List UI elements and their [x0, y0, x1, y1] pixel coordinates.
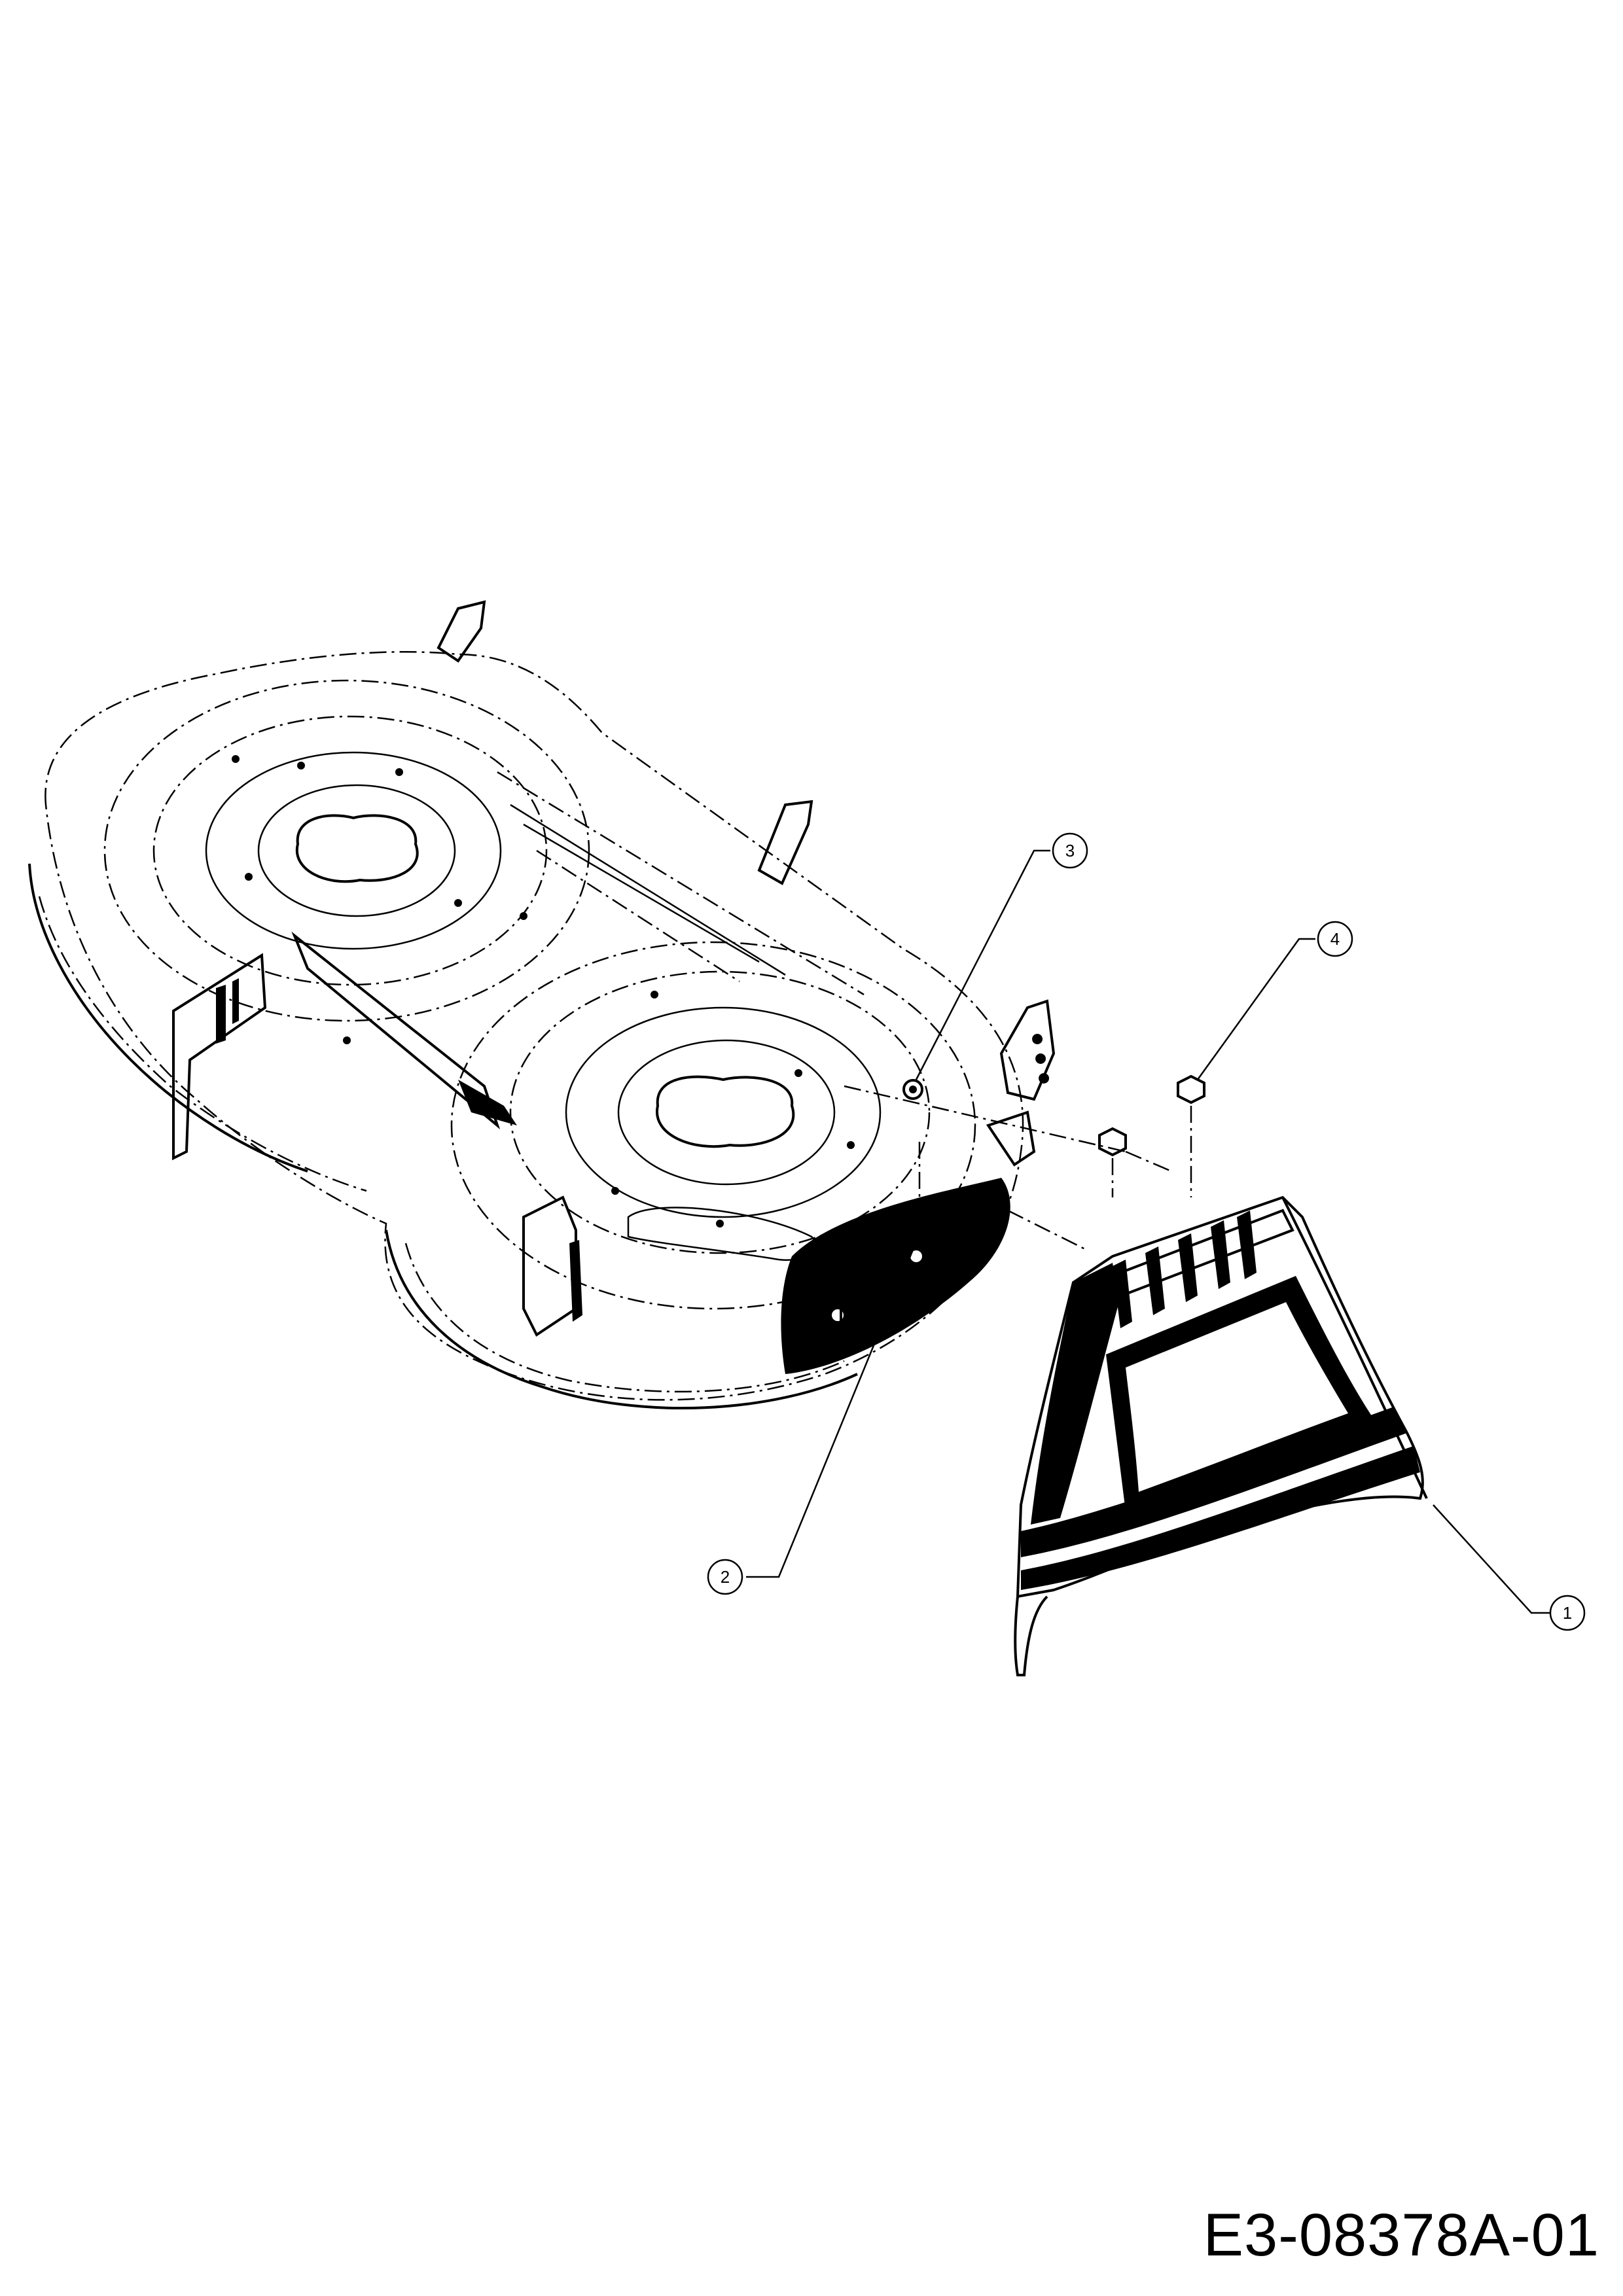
center-channel-upper	[497, 771, 865, 996]
left-ring-inner	[205, 751, 502, 950]
callout-4: 4	[1196, 921, 1353, 1080]
alignment-line-1	[844, 1085, 1126, 1153]
chute-front-lip	[1014, 1595, 1048, 1676]
center-channel-rib	[510, 804, 786, 976]
left-bracket-teeth	[216, 978, 239, 1044]
mount-point-3	[902, 1079, 923, 1100]
callout-label-3: 3	[1065, 841, 1075, 860]
deck-bolt-holes	[232, 755, 855, 1227]
callout-circle-4	[1317, 921, 1353, 957]
callout-circle-3	[1052, 832, 1088, 869]
deck-skirt-lower	[38, 896, 367, 1192]
callout-1: 1	[1433, 1504, 1586, 1631]
callout-circle-2	[707, 1559, 743, 1595]
rear-tab-right-holes	[1032, 1034, 1050, 1084]
leader-4	[1196, 938, 1315, 1080]
flange-nut-lower	[1098, 1127, 1127, 1157]
height-adjust-bar	[291, 931, 501, 1129]
chute-window	[1126, 1302, 1348, 1492]
rear-tab-middle	[757, 800, 813, 885]
left-spindle-opening	[295, 814, 419, 883]
right-ring-outer	[450, 941, 976, 1310]
leader-2	[746, 1249, 914, 1578]
leader-1	[1433, 1504, 1558, 1614]
front-hanger-left	[522, 1195, 577, 1337]
shoulder-bolt-front	[899, 1216, 940, 1248]
drawing-number: E3-08378A-01	[1203, 2202, 1599, 2269]
callout-3: 3	[915, 832, 1088, 1080]
leader-3	[915, 849, 1050, 1080]
right-mounting-ear	[986, 1110, 1036, 1167]
fasteners	[810, 1074, 1205, 1333]
alignment-line-3	[1125, 1150, 1172, 1173]
chute-hinge-bar	[1084, 1209, 1294, 1307]
right-ring-inner	[565, 1006, 882, 1218]
panel-hole-2	[910, 1250, 922, 1262]
deck-skirt-front-inner	[404, 1243, 845, 1393]
callout-2: 2	[707, 1249, 914, 1595]
right-ring-mid	[509, 970, 931, 1254]
deck-skirt-front	[385, 1229, 858, 1410]
left-ring-outer	[103, 679, 590, 1022]
discharge-opening-panel	[781, 1178, 1010, 1374]
flange-nut-upper	[1177, 1074, 1205, 1104]
chute-rim-stripe-1	[1021, 1407, 1407, 1557]
left-ring-mid	[152, 715, 548, 986]
callout-label-1: 1	[1563, 1603, 1572, 1623]
chute-side-edge	[1281, 1197, 1428, 1499]
callout-label-4: 4	[1330, 929, 1340, 949]
right-spindle-opening	[655, 1075, 795, 1148]
chute-hinge-ribs	[1113, 1210, 1257, 1328]
mower-deck	[28, 600, 1056, 1410]
shoulder-bolt-rear	[810, 1301, 852, 1333]
left-ring-core	[257, 784, 456, 917]
deck-skirt-left	[28, 863, 308, 1173]
discharge-chute	[1014, 1195, 1428, 1676]
chute-side-panel	[1031, 1263, 1119, 1525]
center-channel-lower	[536, 849, 740, 983]
bar-end-block	[458, 1080, 517, 1125]
alignment-line-6	[1007, 1209, 1087, 1251]
rear-tab-left	[437, 600, 486, 663]
rear-tab-right	[999, 999, 1056, 1101]
left-hanger-bracket	[172, 953, 267, 1161]
front-hanger-teeth	[569, 1240, 582, 1322]
callout-label-2: 2	[721, 1567, 730, 1587]
callout-circle-1	[1549, 1595, 1586, 1631]
right-ring-core	[617, 1039, 836, 1186]
chute-rim-stripe-2	[1021, 1446, 1420, 1590]
